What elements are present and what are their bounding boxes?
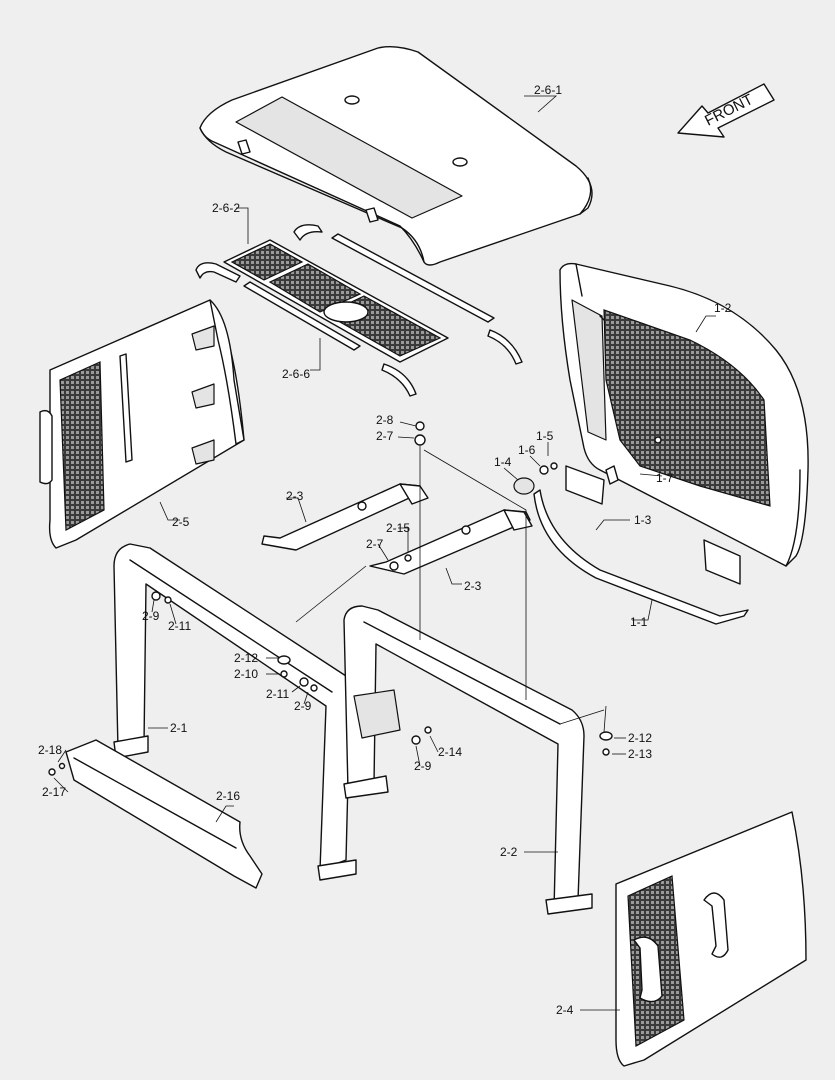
label-2-5: 2-5 <box>172 515 190 529</box>
label-2-13: 2-13 <box>628 747 652 761</box>
label-2-12-b: 2-12 <box>628 731 652 745</box>
label-2-4: 2-4 <box>556 1003 574 1017</box>
label-2-3-lower: 2-3 <box>464 579 482 593</box>
label-1-6: 1-6 <box>518 443 536 457</box>
part-1-4-bushing <box>513 462 558 495</box>
fasteners <box>48 421 662 776</box>
part-1-3-rod <box>533 489 749 625</box>
leader-lines <box>53 95 716 1011</box>
part-2-5-side-panel <box>39 299 245 549</box>
part-roof-seals <box>195 224 523 397</box>
label-1-1: 1-1 <box>630 615 648 629</box>
label-2-10: 2-10 <box>234 667 258 681</box>
label-2-16: 2-16 <box>216 789 240 803</box>
label-2-8: 2-8 <box>376 413 394 427</box>
label-1-2: 1-2 <box>714 301 732 315</box>
part-1-2-side-panel <box>559 262 809 567</box>
part-2-1-frame <box>113 543 357 881</box>
part-labels: 2-6-1 2-6-2 2-6-6 1-2 2-5 2-8 2-7 1-5 1-… <box>38 83 732 1017</box>
assembly-lines <box>295 446 607 733</box>
label-2-3-upper: 2-3 <box>286 489 304 503</box>
front-arrow-icon: FRONT <box>677 83 775 138</box>
part-2-16-bottom-bar <box>65 739 263 889</box>
label-2-6-1: 2-6-1 <box>534 83 562 97</box>
part-2-4-door-panel <box>615 811 807 1067</box>
part-2-6-1-roof-cover <box>199 45 593 266</box>
label-2-11-b: 2-11 <box>266 687 289 701</box>
part-2-6-2-mesh-panel <box>223 239 449 363</box>
label-2-14: 2-14 <box>438 745 462 759</box>
label-2-6-2: 2-6-2 <box>212 201 240 215</box>
label-1-5: 1-5 <box>536 429 554 443</box>
label-2-18: 2-18 <box>38 743 62 757</box>
part-1-7-plates <box>565 465 741 585</box>
label-2-17: 2-17 <box>42 785 66 799</box>
label-2-15: 2-15 <box>386 521 410 535</box>
label-2-11-a: 2-11 <box>168 619 191 633</box>
label-2-9-b: 2-9 <box>294 699 312 713</box>
part-2-2-frame <box>343 605 593 915</box>
label-2-9-a: 2-9 <box>142 609 160 623</box>
label-1-3: 1-3 <box>634 513 652 527</box>
label-2-7: 2-7 <box>376 429 394 443</box>
label-1-7: 1-7 <box>656 471 674 485</box>
label-2-2: 2-2 <box>500 845 518 859</box>
label-2-7-lower: 2-7 <box>366 537 384 551</box>
label-2-6-6: 2-6-6 <box>282 367 310 381</box>
label-2-12-a: 2-12 <box>234 651 258 665</box>
label-1-4: 1-4 <box>494 455 512 469</box>
label-2-1: 2-1 <box>170 721 188 735</box>
label-2-9-c: 2-9 <box>414 759 432 773</box>
